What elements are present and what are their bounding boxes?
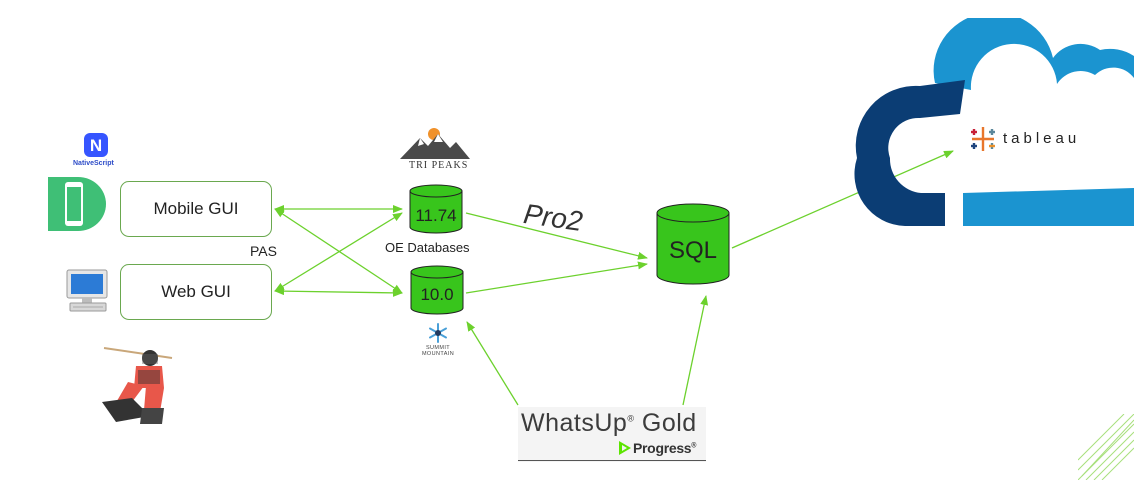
progress-label: Progress bbox=[633, 440, 692, 456]
mobile-gui-box[interactable]: Mobile GUI bbox=[120, 181, 272, 237]
mountain-sun-logo-icon bbox=[400, 128, 470, 159]
mobile-gui-label: Mobile GUI bbox=[153, 199, 239, 218]
arrow-11-sql bbox=[465, 212, 648, 260]
summit-line2: MOUNTAIN bbox=[421, 351, 455, 357]
web-gui-label: Web GUI bbox=[161, 282, 231, 301]
summit-mountain-label: SUMMIT MOUNTAIN bbox=[418, 345, 458, 357]
whatsup-gold-logo: WhatsUp® Gold Progress® bbox=[518, 407, 706, 462]
progress-mark: ® bbox=[691, 442, 697, 450]
phone-icon bbox=[48, 177, 106, 231]
database-11-label: 11.74 bbox=[415, 206, 457, 225]
tri-peaks-label: TRI PEAKS bbox=[409, 160, 469, 171]
tableau-cross-logo-icon bbox=[971, 127, 995, 151]
arrow-10-sql bbox=[465, 261, 648, 294]
arrow-wug-10 bbox=[466, 321, 519, 406]
database-10-label: 10.0 bbox=[420, 285, 454, 304]
arrow-web-10 bbox=[274, 287, 403, 297]
arrow-sql-tableau bbox=[731, 150, 954, 249]
cloud-shape bbox=[854, 18, 1134, 226]
whatsup-trademark: ® bbox=[627, 413, 635, 424]
web-gui-box[interactable]: Web GUI bbox=[120, 264, 272, 320]
tableau-label: tableau bbox=[1003, 130, 1081, 147]
oe-databases-label: OE Databases bbox=[385, 240, 470, 255]
arrow-wug-sql bbox=[682, 295, 709, 406]
database-10-cylinder[interactable] bbox=[409, 264, 465, 316]
whatsup-gold-brand: WhatsUp® Gold bbox=[521, 409, 697, 438]
nativescript-logo-icon: N bbox=[84, 133, 108, 157]
summit-line1: SUMMIT bbox=[425, 345, 451, 351]
sql-label: SQL bbox=[668, 237, 718, 264]
nativescript-letter: N bbox=[90, 136, 102, 155]
kendo-warrior-illustration-icon bbox=[102, 347, 173, 424]
nativescript-label: NativeScript bbox=[73, 160, 114, 167]
computer-monitor-icon bbox=[66, 269, 108, 312]
progress-vendor: Progress® bbox=[633, 440, 696, 456]
whatsup-brand-suffix: Gold bbox=[641, 409, 697, 437]
arrow-mobile-10 bbox=[274, 208, 403, 294]
snowflake-logo-icon bbox=[429, 323, 447, 343]
whatsup-divider bbox=[518, 460, 706, 461]
progress-logo-icon bbox=[619, 441, 631, 455]
whatsup-brand: WhatsUp bbox=[521, 409, 628, 437]
arrow-web-11 bbox=[274, 212, 403, 292]
decorative-hatching bbox=[1078, 414, 1134, 480]
sql-database-cylinder[interactable] bbox=[655, 203, 731, 287]
database-11-cylinder[interactable] bbox=[408, 183, 464, 235]
pas-label: PAS bbox=[250, 243, 277, 259]
